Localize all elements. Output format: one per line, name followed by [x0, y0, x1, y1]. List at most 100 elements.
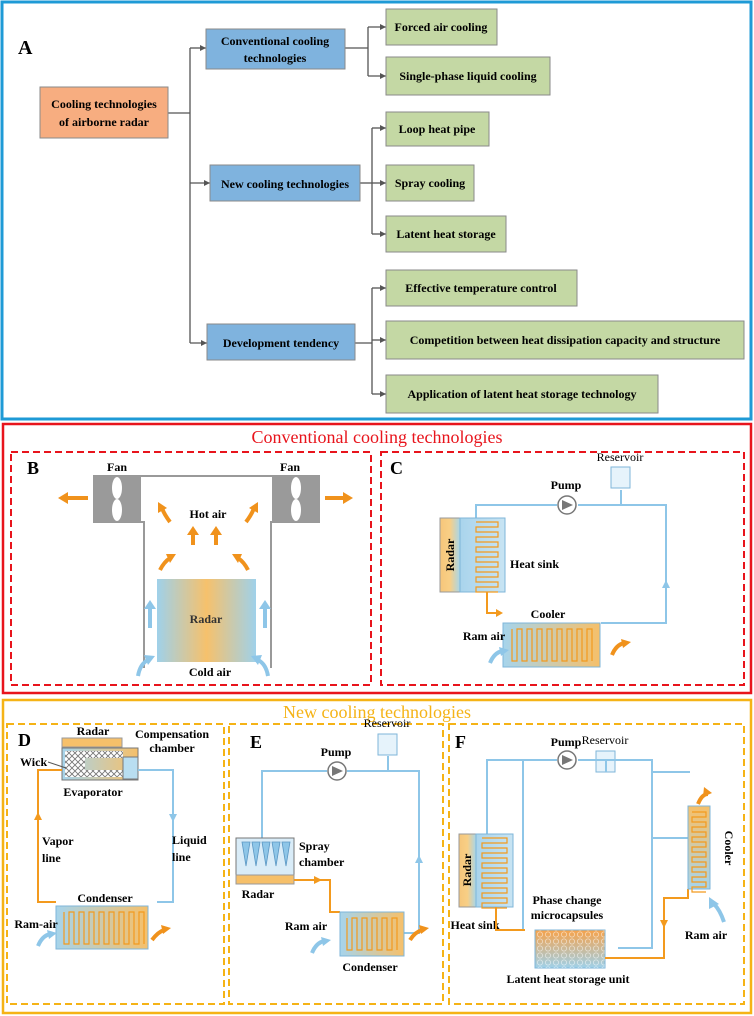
phase-change-line-2: microcapsules [531, 908, 604, 922]
leaf-forced-air [385, 8, 498, 46]
panel-b: B Fan Fan Radar Cold air Hot air [10, 451, 372, 686]
radar-label-b: Radar [190, 612, 223, 626]
reservoir-e [377, 733, 398, 756]
leaf-spray-cooling [385, 164, 475, 202]
orange-flow-arrow-c [496, 609, 503, 617]
vapor-line-1: Vapor [42, 834, 74, 848]
panel-e-border [228, 723, 444, 1005]
leaf-forced-air-label: Forced air cooling [395, 20, 488, 34]
panel-f: F Reservoir Pump Radar Heat sink Phase c… [448, 723, 745, 1005]
branch-new [209, 164, 361, 202]
root-line-1: Cooling technologies [51, 97, 157, 111]
reservoir-label-c: Reservoir [597, 450, 644, 464]
panel-a-letter: A [18, 37, 33, 59]
leaf-latent-application-label: Application of latent heat storage techn… [408, 387, 637, 401]
reservoir-c [610, 466, 631, 489]
reservoir-label-f: Reservoir [582, 733, 629, 747]
exhaust-arrowhead-e [419, 925, 429, 934]
condenser-coil-d [63, 911, 145, 945]
fan-left-icon [112, 477, 122, 521]
pump-arrow-f [562, 755, 573, 765]
liquid-line-1: Liquid [172, 833, 207, 847]
panel-b-border [10, 451, 372, 686]
spray-line-1: Spray [299, 839, 330, 853]
fan-right-icon [291, 477, 301, 521]
pipe-loop-f [486, 759, 690, 949]
wick-left [65, 751, 85, 777]
compensation-line-1: Compensation [135, 727, 209, 741]
evaporator-label: Evaporator [63, 785, 123, 799]
new-title: New cooling technologies [283, 702, 471, 722]
conventional-border [1, 422, 753, 695]
conventional-title: Conventional cooling technologies [252, 427, 503, 447]
ram-air-arrowhead-e [321, 937, 331, 946]
reservoir-label-e: Reservoir [364, 716, 411, 730]
exhaust-arrowhead-d [161, 925, 171, 934]
exhaust-arrow-c [610, 641, 625, 656]
ram-air-label-c: Ram air [463, 629, 506, 643]
spray-line-2: chamber [299, 855, 345, 869]
branch-development-label: Development tendency [223, 336, 339, 350]
pipe-loop-c [475, 490, 667, 624]
panel-a: A [0, 0, 753, 421]
leaf-loop-heat-pipe [385, 111, 490, 147]
exhaust-arrow-f [696, 792, 709, 805]
panel-d: D Radar Compensation chamber Wick Evapor… [6, 723, 225, 1005]
fan-left-label: Fan [107, 460, 127, 474]
latent-unit-label: Latent heat storage unit [507, 972, 630, 986]
hot-air-label: Hot air [190, 507, 228, 521]
leaf-single-phase-label: Single-phase liquid cooling [399, 69, 536, 83]
leaf-competition [385, 320, 745, 360]
radar-label-d: Radar [77, 724, 110, 738]
cold-air-label: Cold air [189, 665, 232, 679]
leaf-loop-heat-pipe-label: Loop heat pipe [399, 122, 476, 136]
orange-flow-arrow-f [660, 920, 668, 928]
branch-conventional-line-2: technologies [244, 51, 307, 65]
panel-c-letter: C [390, 458, 403, 478]
radar-label-c: Radar [443, 538, 457, 571]
panel-b-letter: B [27, 458, 39, 478]
ram-air-arrowhead-f [709, 897, 719, 909]
exhaust-arrow-d [150, 928, 165, 942]
heat-sink-coil-f [481, 837, 508, 909]
leaf-latent-heat-label: Latent heat storage [396, 227, 496, 241]
branch-new-label: New cooling technologies [221, 177, 349, 191]
heat-sink-coil-c [475, 521, 499, 593]
ram-air-arrowhead-c [499, 647, 509, 656]
vapor-line-2: line [42, 851, 61, 865]
panel-d-letter: D [18, 730, 31, 750]
wick-top [85, 751, 123, 758]
branch-conventional [205, 28, 346, 70]
panel-d-border [6, 723, 225, 1005]
ram-air-arrow-c [488, 649, 503, 664]
panel-f-letter: F [455, 732, 466, 752]
heat-sink-label-f: Heat sink [450, 918, 499, 932]
pump-arrow-c [562, 500, 573, 510]
root-line-2: of airborne radar [59, 115, 150, 129]
exhaust-arrowhead-f [703, 787, 712, 797]
wick-label: Wick [20, 755, 47, 769]
vapor-flow-arrow [34, 812, 42, 820]
vapor-line-pipe [37, 769, 62, 903]
flow-arrow-e [415, 855, 423, 863]
leaf-latent-application [385, 374, 659, 414]
cold-air-arrows [136, 600, 271, 677]
ram-air-arrow-f [712, 902, 726, 923]
pump-label-c: Pump [551, 478, 582, 492]
pump-label-e: Pump [321, 745, 352, 759]
panel-c-border [380, 451, 745, 686]
cooler-label-c: Cooler [531, 607, 566, 621]
flow-arrow-c [662, 580, 670, 588]
microcapsules-pattern [535, 930, 605, 968]
ram-air-label-d: Ram-air [14, 917, 58, 931]
liquid-line-pipe [138, 769, 174, 903]
pipe-orange-f1 [495, 907, 525, 931]
condenser-label-d: Condenser [77, 891, 133, 905]
branch-development [206, 323, 356, 361]
radar-block [157, 579, 256, 662]
panel-c: C Reservoir Pump Radar Heat sink Cooler … [380, 450, 745, 686]
exhaust-arrowhead-c [621, 639, 631, 648]
tree-arrowheads [200, 24, 386, 397]
spray-nozzles [241, 841, 291, 867]
radar-e [235, 874, 295, 885]
